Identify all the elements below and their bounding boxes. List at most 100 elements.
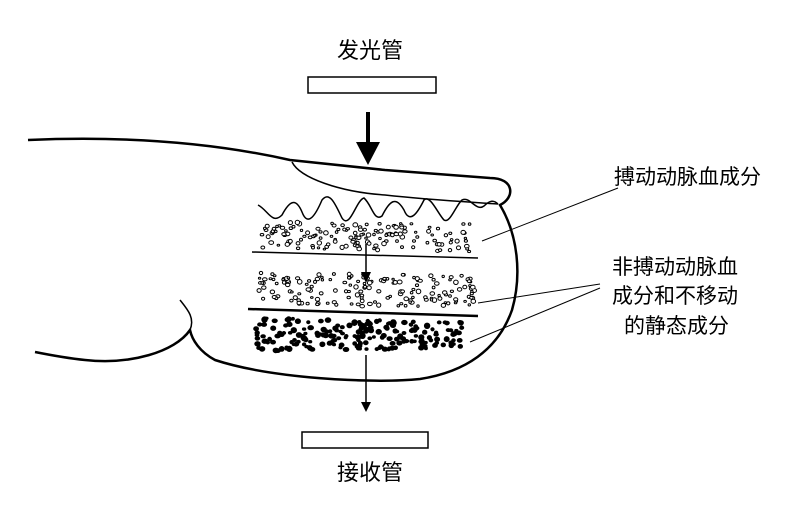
texture-dot: [448, 294, 452, 298]
knuckle-fold: [179, 299, 193, 331]
texture-dot: [304, 282, 309, 286]
texture-dot: [372, 232, 376, 237]
texture-dot: [463, 236, 468, 240]
texture-dot: [318, 230, 323, 234]
texture-dot: [297, 292, 302, 296]
texture-dot: [399, 302, 404, 306]
texture-dot: [325, 242, 331, 247]
texture-dot: [453, 297, 459, 302]
texture-dot: [254, 336, 261, 341]
texture-dot: [279, 225, 286, 230]
texture-dot: [386, 347, 391, 352]
texture-dot: [355, 244, 360, 248]
texture-dot: [448, 275, 454, 280]
texture-dot: [260, 334, 266, 339]
texture-dot: [339, 325, 345, 330]
texture-dot: [307, 279, 312, 283]
texture-dot: [299, 228, 304, 232]
texture-dot: [403, 339, 410, 344]
texture-dot: [270, 325, 277, 331]
texture-dot: [436, 242, 442, 247]
texture-dot: [444, 320, 450, 326]
texture-dot: [293, 341, 299, 347]
texture-dot: [270, 339, 276, 345]
texture-dot: [394, 336, 400, 342]
texture-dot: [286, 321, 293, 327]
texture-dot: [456, 287, 463, 292]
texture-dot: [288, 238, 293, 244]
texture-dot: [448, 231, 453, 236]
layer-line-lower: [247, 307, 479, 318]
nonpulsatile-leader-2: [469, 287, 601, 343]
texture-dot: [291, 224, 296, 229]
texture-dot: [259, 233, 265, 237]
texture-dot: [463, 239, 468, 243]
texture-dot: [346, 295, 351, 300]
texture-dot: [261, 296, 266, 301]
texture-dot: [268, 277, 273, 281]
texture-dot: [416, 304, 420, 308]
texture-dot: [410, 319, 416, 324]
texture-dot: [447, 248, 453, 253]
texture-dot: [268, 240, 275, 245]
texture-dot: [294, 219, 301, 226]
texture-dot: [389, 341, 396, 346]
texture-dot: [433, 332, 439, 337]
texture-dot: [422, 329, 428, 335]
texture-dot: [388, 294, 393, 298]
texture-dot: [346, 271, 352, 277]
texture-dot: [314, 276, 321, 282]
texture-dot: [365, 232, 372, 238]
texture-dot: [359, 298, 365, 304]
texture-dot: [348, 235, 354, 240]
texture-dot: [319, 341, 326, 348]
nonpulsatile-blood-layer: [256, 270, 478, 309]
texture-dot: [402, 229, 408, 234]
texture-dot: [425, 240, 430, 245]
texture-dot: [320, 275, 324, 279]
texture-dot: [274, 281, 279, 286]
texture-dot: [375, 328, 382, 335]
texture-dot: [373, 243, 379, 248]
texture-dot: [395, 239, 399, 243]
texture-dot: [333, 288, 338, 293]
texture-dot: [347, 275, 351, 280]
texture-dot: [260, 245, 266, 250]
texture-dot: [410, 327, 415, 331]
texture-dot: [367, 336, 373, 341]
texture-dot: [354, 292, 360, 298]
texture-dot: [336, 336, 342, 341]
texture-dot: [323, 230, 329, 236]
texture-dot: [399, 225, 405, 230]
texture-dot: [302, 234, 307, 238]
texture-dot: [348, 283, 353, 287]
texture-dot: [284, 241, 290, 247]
texture-dot: [296, 300, 302, 306]
texture-dot: [449, 289, 454, 293]
texture-dot: [299, 237, 303, 242]
texture-dot: [401, 319, 408, 326]
texture-dot: [443, 301, 448, 305]
texture-dot: [469, 295, 474, 300]
texture-dot: [400, 245, 404, 250]
texture-dot: [414, 230, 418, 234]
texture-dot: [301, 327, 307, 331]
texture-dot: [309, 284, 314, 289]
emitter-box: [307, 76, 437, 94]
texture-dot: [428, 273, 434, 279]
texture-dot: [342, 227, 347, 232]
texture-dot: [325, 301, 330, 305]
texture-dot: [307, 325, 315, 331]
texture-dot: [453, 279, 459, 285]
texture-dot: [417, 278, 423, 283]
pulsatile-leader: [481, 187, 619, 242]
texture-dot: [269, 289, 276, 295]
texture-dot: [331, 223, 337, 228]
texture-dot: [430, 233, 435, 237]
texture-dot: [418, 334, 425, 341]
texture-dot: [262, 277, 268, 282]
texture-dot: [400, 289, 406, 294]
texture-dot: [456, 338, 463, 343]
texture-dot: [340, 223, 345, 228]
texture-dot: [312, 233, 317, 237]
